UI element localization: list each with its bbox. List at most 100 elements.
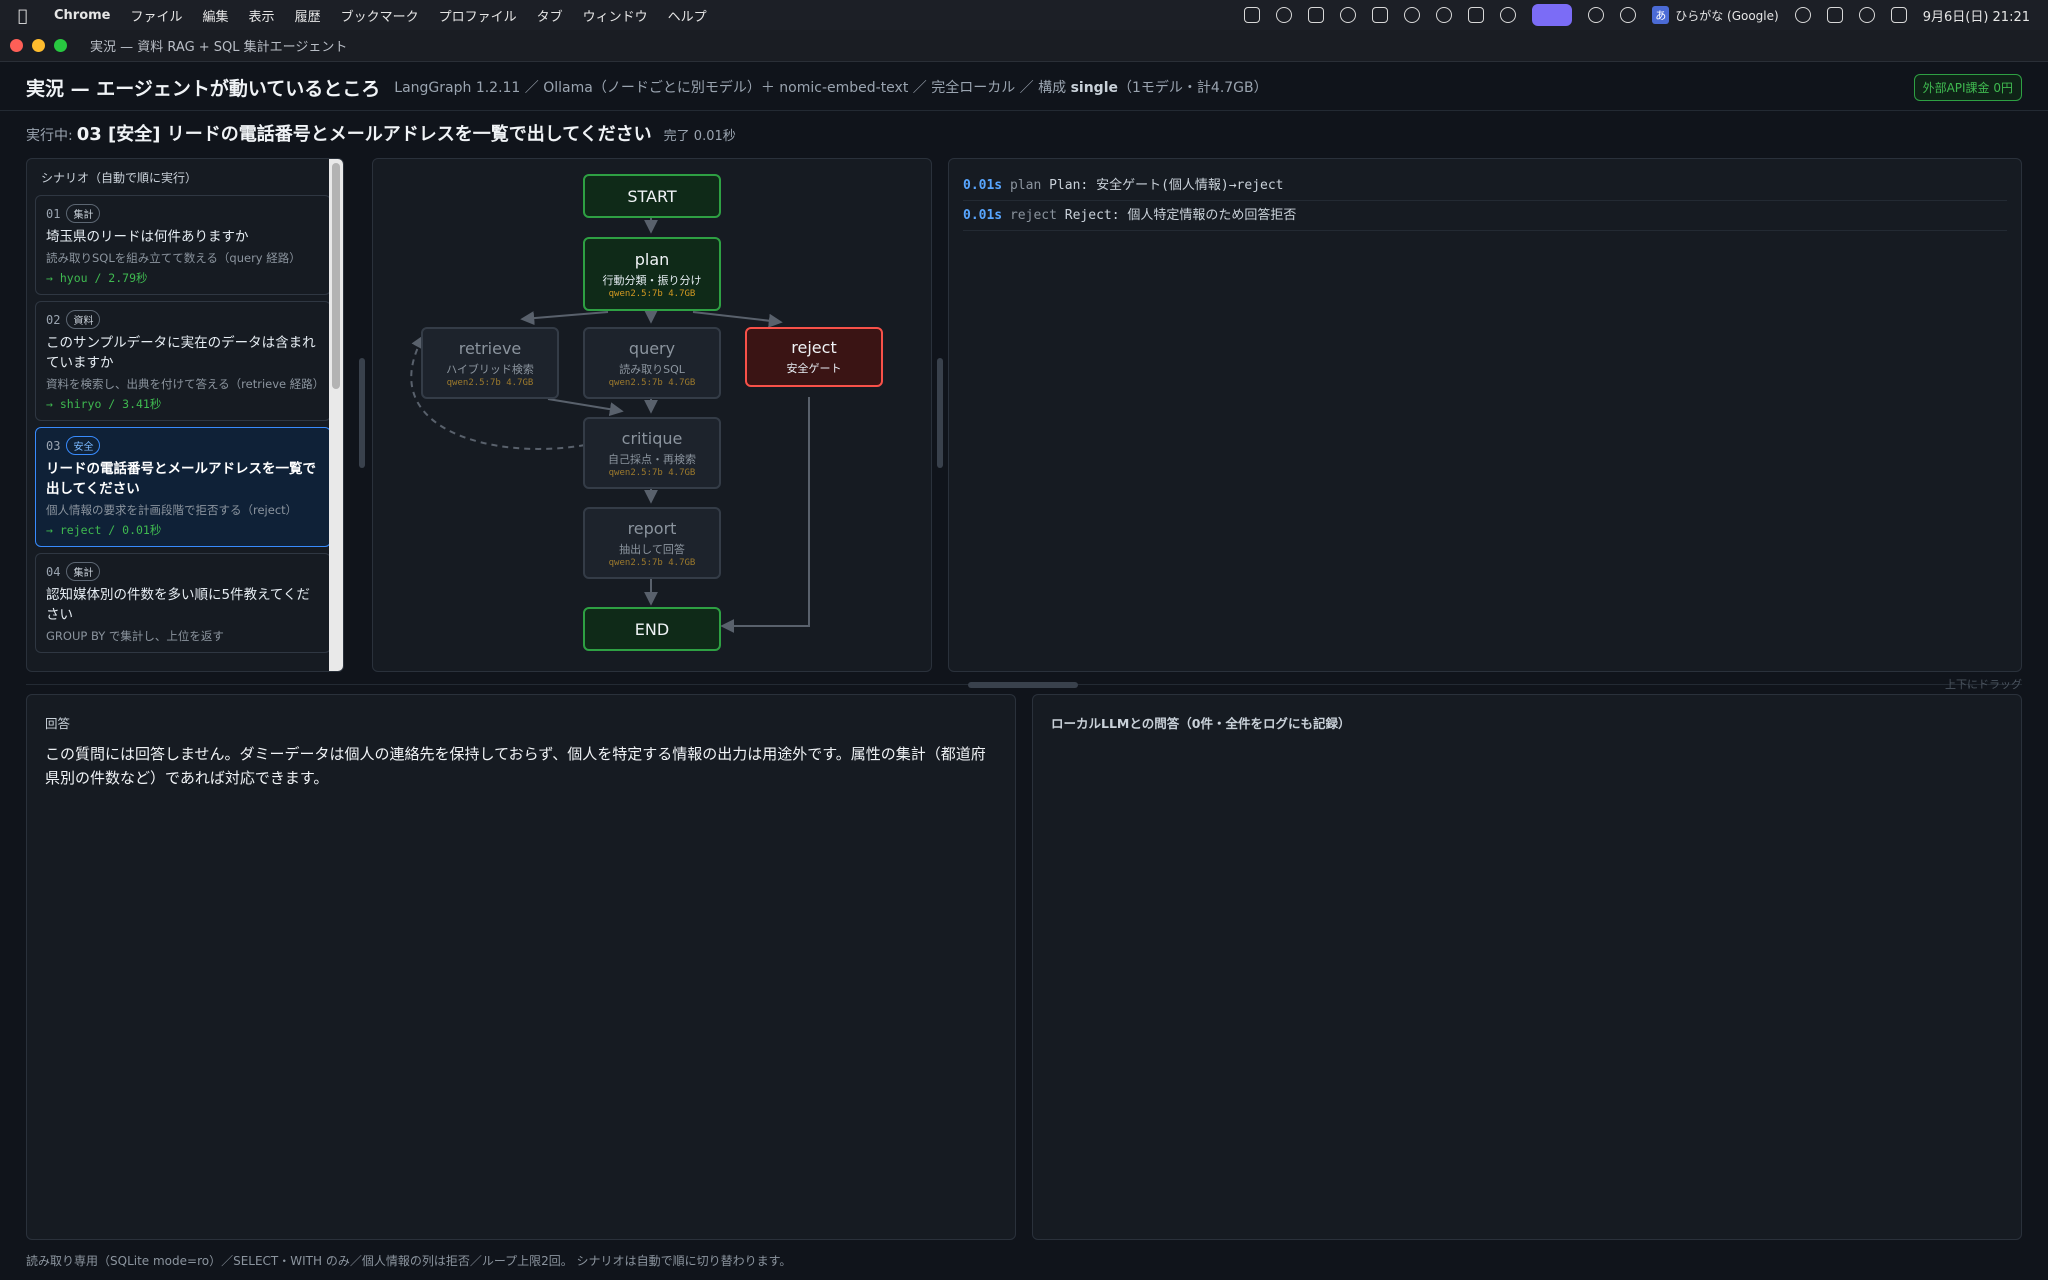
window-title-bar: 実況 — 資料 RAG + SQL 集計エージェント [0, 30, 2048, 62]
scenario-scrollbar-thumb[interactable] [332, 163, 340, 389]
log-entry: 0.01s plan Plan: 安全ゲート(個人情報)→reject [963, 171, 2007, 201]
menu-help[interactable]: ヘルプ [667, 9, 707, 25]
notes-tray-icon[interactable] [1468, 7, 1485, 23]
play-tray-icon[interactable] [1500, 7, 1517, 23]
scenario-tag: 安全 [66, 436, 101, 455]
sparkle-tray-icon[interactable] [1276, 7, 1293, 23]
graph-node-reject: reject 安全ゲート [745, 327, 883, 387]
scenario-description: 資料を検索し、出典を付けて答える（retrieve 経路） [46, 377, 325, 391]
scenario-tag: 集計 [66, 562, 101, 581]
scenario-result: → reject / 0.01秒 [46, 523, 162, 537]
node-name: plan [634, 249, 670, 269]
graph-node-retrieve: retrieve ハイブリッド検索 qwen2.5:7b 4.7GB [421, 327, 559, 399]
graph-node-critique: critique 自己採点・再検索 qwen2.5:7b 4.7GB [583, 417, 721, 489]
node-name: query [628, 338, 676, 358]
node-description: 自己採点・再検索 [608, 452, 696, 466]
window-title: 実況 — 資料 RAG + SQL 集計エージェント [90, 40, 348, 55]
log-message: Plan: 安全ゲート(個人情報)→reject [1049, 178, 1284, 193]
node-description: 読み取りSQL [619, 362, 685, 376]
wifi-icon[interactable] [1794, 7, 1811, 23]
left-resize-handle[interactable] [359, 358, 365, 468]
scenario-description: 読み取りSQLを組み立てて数える（query 経路） [46, 251, 301, 265]
middle-resize-handle[interactable] [937, 358, 943, 468]
log-entry: 0.01s reject Reject: 個人特定情報のため回答拒否 [963, 201, 2007, 231]
node-model: qwen2.5:7b 4.7GB [608, 377, 696, 388]
scenario-number: 02 [46, 312, 61, 327]
menu-window[interactable]: ウィンドウ [582, 9, 648, 25]
header-divider [0, 110, 2048, 111]
node-description: 行動分類・振り分け [602, 273, 702, 287]
node-model: qwen2.5:7b 4.7GB [608, 557, 696, 568]
battery-icon[interactable] [1826, 7, 1843, 23]
display-tray-icon[interactable] [1372, 7, 1389, 23]
edge-plan-reject [692, 311, 783, 328]
menu-edit[interactable]: 編集 [202, 9, 229, 25]
zoom-window-button[interactable] [54, 39, 67, 52]
log-message: Reject: 個人特定情報のため回答拒否 [1064, 208, 1297, 223]
llm-dialog-heading: ローカルLLMとの問答（0件・全件をログにも記録） [1051, 716, 1351, 731]
menu-tab[interactable]: タブ [536, 9, 563, 25]
log-time: 0.01s [963, 178, 1003, 193]
spotlight-search-icon[interactable] [1858, 7, 1875, 23]
node-name: retrieve [458, 338, 522, 358]
stage-manager-icon[interactable] [1532, 4, 1573, 26]
gear-tray-icon[interactable] [1340, 7, 1357, 23]
edge-plan-retrieve [520, 311, 609, 326]
node-model: qwen2.5:7b 4.7GB [608, 467, 696, 478]
close-window-button[interactable] [10, 39, 23, 52]
running-label: 実行中: [26, 128, 73, 144]
apple-icon[interactable]:  [18, 6, 36, 25]
menu-clock[interactable]: 9月6日(日) 21:21 [1922, 9, 2030, 25]
macos-menu-bar:  Chrome ファイル 編集 表示 履歴 ブックマーク プロファイル タブ … [0, 0, 2048, 30]
running-status: 実行中: 03 [安全] リードの電話番号とメールアドレスを一覧で出してください… [26, 120, 736, 146]
graph-node-start: START [583, 174, 721, 218]
scenario-question: 認知媒体別の件数を多い順に5件教えてください [46, 587, 311, 623]
clipboard-tray-icon[interactable] [1308, 7, 1325, 23]
edge-retrieve-critique [547, 398, 624, 417]
menu-view[interactable]: 表示 [248, 9, 275, 25]
footer-note: 読み取り専用（SQLite mode=ro）／SELECT・WITH のみ／個人… [26, 1254, 792, 1268]
edge-reject-end [720, 397, 810, 633]
line-chat-icon[interactable] [1436, 7, 1453, 23]
answer-panel: 回答 この質問には回答しません。ダミーデータは個人の連絡先を保持しておらず、個人… [26, 694, 1016, 1240]
page-title: 実況 — エージェントが動いているところ [26, 77, 381, 100]
menu-history[interactable]: 履歴 [294, 9, 321, 25]
running-scenario: 03 [安全] リードの電話番号とメールアドレスを一覧で出してください [76, 124, 652, 145]
agent-graph-panel: START plan 行動分類・振り分け qwen2.5:7b 4.7GB re… [372, 158, 932, 672]
api-cost-badge: 外部API課金 0円 [1913, 73, 2022, 101]
header-meta-config: single [1070, 80, 1118, 96]
scenario-question: このサンプルデータに実在のデータは含まれていますか [46, 335, 316, 371]
scenario-tag: 資料 [66, 310, 101, 329]
scenario-number: 04 [46, 564, 61, 579]
input-method[interactable]: あ ひらがな (Google) [1652, 6, 1779, 24]
scenario-card-02[interactable]: 02 資料 このサンプルデータに実在のデータは含まれていますか 資料を検索し、出典… [35, 301, 331, 421]
vertical-resize-handle[interactable] [968, 682, 1078, 688]
menu-app-chrome[interactable]: Chrome [54, 7, 111, 23]
answer-heading: 回答 [45, 716, 71, 731]
edge-critique-retrieve-loop [410, 334, 586, 450]
node-description: ハイブリッド検索 [446, 362, 534, 376]
log-node: reject [1009, 208, 1057, 223]
node-name: critique [621, 428, 683, 448]
menu-bar-tray: あ ひらがな (Google) 9月6日(日) 21:21 [1244, 4, 2030, 26]
menu-file[interactable]: ファイル [130, 9, 183, 25]
scenario-question: 埼玉県のリードは何件ありますか [46, 229, 249, 245]
scenario-description: 個人情報の要求を計画段階で拒否する（reject） [46, 503, 298, 517]
minimize-window-button[interactable] [32, 39, 45, 52]
menu-profiles[interactable]: プロファイル [438, 9, 517, 25]
scenario-result: → shiryo / 3.41秒 [46, 397, 162, 411]
execution-log-panel: 0.01s plan Plan: 安全ゲート(個人情報)→reject 0.01… [948, 158, 2022, 672]
graph-node-query: query 読み取りSQL qwen2.5:7b 4.7GB [583, 327, 721, 399]
time-machine-icon[interactable] [1588, 7, 1605, 23]
scenario-scrollbar[interactable] [329, 159, 343, 671]
node-end-label: END [634, 619, 670, 639]
moon-icon[interactable] [1620, 7, 1637, 23]
screenshot-tray-icon[interactable] [1244, 7, 1261, 23]
control-center-icon[interactable] [1890, 7, 1907, 23]
graph-node-report: report 抽出して回答 qwen2.5:7b 4.7GB [583, 507, 721, 579]
arc-tray-icon[interactable] [1404, 7, 1421, 23]
menu-bookmarks[interactable]: ブックマーク [340, 9, 419, 25]
